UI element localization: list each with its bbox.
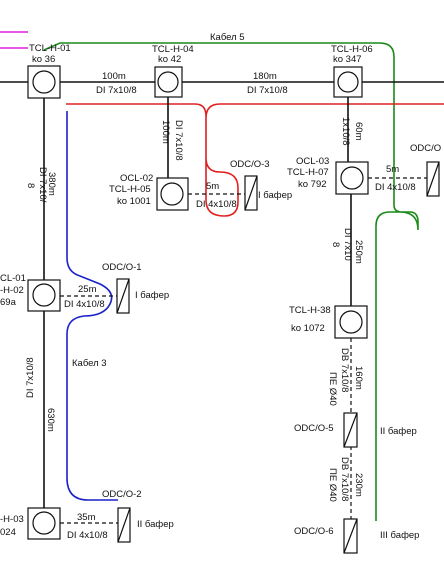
node-circle [160,182,184,206]
seg-h06-h07-type: 1x10/8 [340,117,351,146]
seg-h03-o2-len: 35m [77,512,96,523]
odc-o-5-box[interactable] [343,412,358,448]
node-circle [340,166,364,190]
odc-o-1-box[interactable] [116,278,130,314]
node-tcl-h-03[interactable] [27,507,61,540]
node-tcl-h-07[interactable] [335,161,369,195]
seg-h04-h05-type: DI 7x10/8 [173,120,184,161]
odc-o-2-name: ODC/O-2 [102,489,142,500]
node-h01-name: TCL-H-01 [29,43,71,54]
node-h01-ko: ko 36 [32,54,55,65]
seg-h05-o3-len: 5m [206,181,219,192]
node-h05-line1: OCL-02 [120,173,153,184]
seg-h02-h03-len: 630m [45,408,56,432]
node-tcl-h-01[interactable] [27,65,61,99]
node-h02-name: -H-02 [0,285,24,296]
node-h06-ko: ko 347 [333,54,362,65]
seg-h38-o5-type: DB 7x10/8 [339,348,350,392]
node-h02-ko: 69a [0,297,17,308]
seg-h02-o1-len: 25m [78,284,97,295]
node-h38-name: TCL-H-38 [289,305,331,316]
node-circle [339,310,363,334]
cable-3-label: Кабел 3 [72,358,107,369]
node-h07-ko: ko 792 [298,179,327,190]
seg-h07-o4-type: DI 4x10/8 [375,182,416,193]
seg-o5-o6-pipe: ПЕ Ø40 [327,468,338,502]
odc-o-3-name: ODC/O-3 [230,159,270,170]
seg-h06-h07-len: 60m [353,122,364,141]
seg-h02-h03-type: DI 7x10/8 [25,357,36,398]
odc-o-5-buffer: II бафер [380,426,417,437]
odc-o-6-buffer: III бафер [380,530,419,541]
odc-o-4-name: ODC/O [410,143,441,154]
node-h06-name: TCL-H-06 [331,44,373,55]
seg-h01-h04-len: 100m [102,71,126,82]
node-h04-ko: ko 42 [158,54,181,65]
magenta-cable-stubs [0,31,28,49]
seg-o5-o6-len: 230m [353,473,364,497]
node-circle [32,283,56,307]
odc-o-6-box[interactable] [343,518,358,554]
node-tcl-h-38[interactable] [334,305,368,339]
node-h03-ko: 024 [0,527,16,538]
odc-o-2-box[interactable] [117,507,131,543]
node-tcl-h-02[interactable] [27,279,61,312]
seg-h07-h38-type: DI 7x10 [342,228,353,261]
seg-h01-h02-extra: 8 [25,183,36,188]
seg-h38-o5-len: 160m [353,366,364,390]
seg-h04-h05-len: 100m [160,120,171,144]
node-h05-name: TCL-H-05 [109,184,151,195]
seg-h02-o1-type: DI 4x10/8 [64,299,105,310]
cable-red-line [66,103,444,217]
node-tcl-h-04[interactable] [154,66,183,98]
node-h07-line1: OCL-03 [296,156,329,167]
odc-o-3-box[interactable] [244,175,258,211]
seg-h05-o3-type: DI 4x10/8 [196,199,237,210]
cable-5-label: Кабел 5 [210,32,245,43]
seg-h04-h06-type: DI 7x10/8 [247,85,288,96]
node-h02-line1: CL-01 [0,273,26,284]
seg-h01-h02-len: 380m [46,172,57,196]
seg-h01-h04-type: DI 7x10/8 [96,85,137,96]
seg-h07-o4-len: 5m [386,164,399,175]
node-circle [337,71,359,93]
node-circle [32,511,56,535]
seg-h38-o5-pipe: ПЕ Ø40 [327,372,338,406]
node-h05-ko: ko 1001 [117,196,151,207]
cable-5-green-line [43,42,419,521]
seg-h03-o2-type: DI 4x10/8 [67,530,108,541]
odc-o-5-name: ODC/O-5 [294,423,334,434]
node-h03-name: -H-03 [0,514,24,525]
odc-o-4-box[interactable] [426,161,440,197]
odc-o-6-name: ODC/O-6 [294,526,334,537]
seg-h07-h38-len: 250m [353,240,364,264]
odc-o-1-name: ODC/O-1 [102,262,142,273]
node-tcl-h-05[interactable] [156,177,189,211]
seg-o5-o6-type: DB 7x10/8 [339,457,350,501]
seg-h04-h06-len: 180m [253,71,277,82]
node-h07-name: TCL-H-07 [287,167,329,178]
node-circle [32,70,56,94]
seg-h07-h38-extra: 8 [330,242,341,247]
node-tcl-h-06[interactable] [333,66,363,98]
node-h38-ko: ko 1072 [291,323,325,334]
seg-h01-h02-type: DI 7x10/ [37,167,48,203]
odc-o-2-buffer: II бафер [137,519,174,530]
node-circle [157,71,179,93]
odc-o-1-buffer: I бафер [135,290,169,301]
cable-3-blue-line [66,111,118,501]
node-h04-name: TCL-H-04 [152,44,194,55]
odc-o-3-buffer: I бафер [258,190,292,201]
